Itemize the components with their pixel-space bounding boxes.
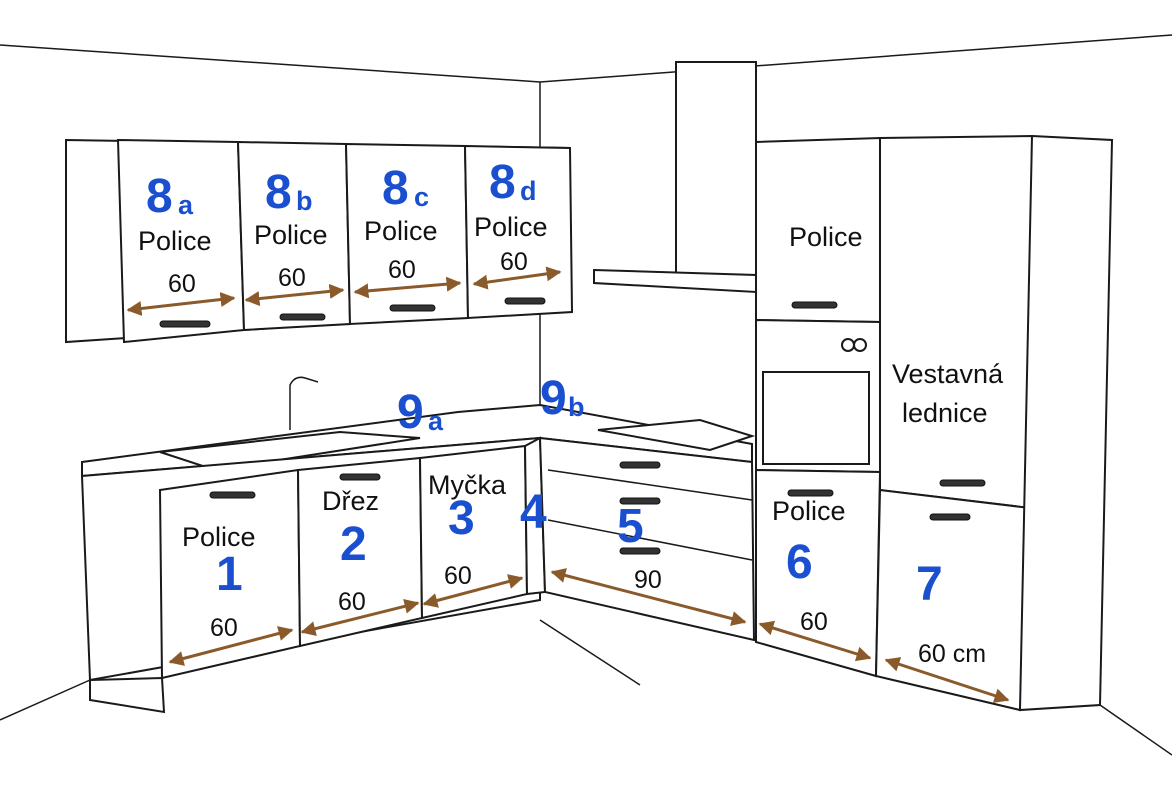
- range-hood: [593, 61, 757, 294]
- arrow-3: [422, 574, 524, 608]
- label-8a-number: 8: [146, 170, 173, 223]
- label-3-mycka: Myčka: [428, 470, 507, 500]
- arrow-8c: [353, 276, 462, 299]
- arrow-7: [884, 657, 1010, 703]
- plinth: [89, 676, 166, 714]
- label-7-dim: 60 cm: [918, 640, 986, 668]
- label-1-dim: 60: [210, 614, 238, 642]
- label-3-number: 3: [448, 492, 475, 545]
- arrow-8a: [126, 292, 236, 316]
- label-8c-police: Police: [364, 216, 438, 246]
- arrow-8d: [472, 266, 562, 290]
- base-cabinets: [80, 436, 756, 682]
- label-6-police: Police: [772, 496, 846, 526]
- label-lednice-2: lednice: [902, 398, 988, 428]
- label-9b-number: 9: [540, 372, 567, 425]
- label-8c-number: 8: [382, 162, 409, 215]
- tall-cabinets: [755, 134, 1114, 712]
- label-3-dim: 60: [444, 562, 472, 590]
- arrow-1: [168, 626, 294, 666]
- label-8a-sub: a: [178, 190, 194, 220]
- label-8d-police: Police: [474, 212, 548, 242]
- label-8d-dim: 60: [500, 248, 528, 276]
- label-2-number: 2: [340, 518, 367, 571]
- label-9a-sub: a: [428, 406, 444, 436]
- arrow-8b: [244, 283, 345, 307]
- label-8d-sub: d: [520, 176, 537, 206]
- label-9a-number: 9: [397, 386, 424, 439]
- label-1-number: 1: [216, 548, 243, 601]
- label-8b-number: 8: [265, 166, 292, 219]
- label-8b-dim: 60: [278, 264, 306, 292]
- label-5-number: 5: [617, 500, 644, 553]
- label-8b-police: Police: [254, 220, 328, 250]
- label-6-number: 6: [786, 536, 813, 589]
- label-8c-sub: c: [414, 182, 429, 212]
- label-8a-police: Police: [138, 226, 212, 256]
- label-8d-number: 8: [489, 156, 516, 209]
- countertop: [81, 376, 756, 478]
- arrow-2: [300, 598, 420, 637]
- label-8c-dim: 60: [388, 256, 416, 284]
- arrow-5: [550, 568, 747, 626]
- label-7-number: 7: [916, 558, 943, 611]
- label-6-dim: 60: [800, 608, 828, 636]
- label-1-police: Police: [182, 522, 256, 552]
- label-9b-sub: b: [568, 392, 585, 422]
- arrow-6: [758, 620, 872, 662]
- label-8a-dim: 60: [168, 270, 196, 298]
- label-4-number: 4: [520, 486, 547, 539]
- dimension-arrows: [126, 266, 1010, 703]
- label-2-dim: 60: [338, 588, 366, 616]
- label-5-dim: 90: [634, 566, 662, 594]
- label-lednice-1: Vestavná: [892, 359, 1004, 389]
- label-8b-sub: b: [296, 186, 313, 216]
- label-tall-police: Police: [789, 222, 863, 252]
- label-2-drez: Dřez: [322, 486, 379, 516]
